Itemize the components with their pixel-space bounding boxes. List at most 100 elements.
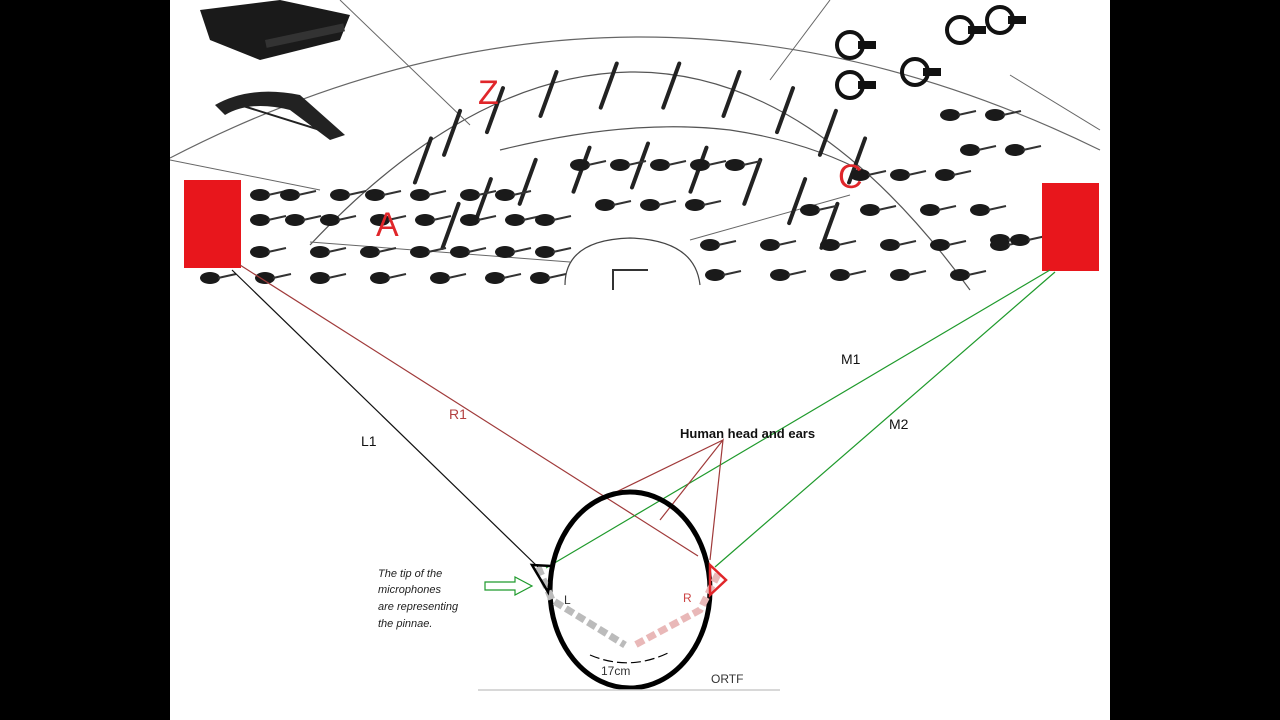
violin-icon <box>1005 144 1025 156</box>
violin-icon <box>450 246 470 258</box>
section-label-a: A <box>376 206 399 244</box>
violin-icon <box>347 190 367 196</box>
mic-note-line: The tip of the <box>378 568 442 580</box>
violin-icon <box>327 273 347 279</box>
violin-icon <box>860 204 880 216</box>
piano-icon <box>200 0 350 60</box>
violin-icon <box>627 160 647 166</box>
woodwind-icon <box>538 69 559 118</box>
violin-icon <box>460 214 480 226</box>
violin-icon <box>952 170 972 176</box>
section-divider <box>309 241 571 263</box>
violin-icon <box>880 239 900 251</box>
violin-icon <box>725 159 745 171</box>
path-m1 <box>545 269 1051 569</box>
violin-icon <box>327 247 347 253</box>
violin-icon <box>770 269 790 281</box>
violin-icon <box>685 199 705 211</box>
violin-icon <box>552 247 572 253</box>
violin-icon <box>217 273 237 279</box>
violin-icon <box>930 239 950 251</box>
violin-icon <box>485 272 505 284</box>
violin-icon <box>907 270 927 276</box>
violin-icon <box>897 240 917 246</box>
violin-icon <box>365 189 385 201</box>
violin-icon <box>200 272 220 284</box>
violin-icon <box>877 205 897 211</box>
head-caption: Human head and ears <box>680 426 815 441</box>
violin-icon <box>512 247 532 253</box>
right-speaker-icon <box>1042 183 1099 271</box>
violin-icon <box>977 145 997 151</box>
violin-icon <box>460 189 480 201</box>
violin-icon <box>495 246 515 258</box>
section-divider <box>769 0 831 81</box>
violin-icon <box>850 169 870 181</box>
woodwind-icon <box>598 61 619 110</box>
woodwind-icon <box>742 157 763 206</box>
violin-icon <box>940 109 960 121</box>
diagram-canvas: Z A C L R <box>170 0 1110 720</box>
path-l1 <box>231 269 539 568</box>
violin-icon <box>830 269 850 281</box>
conductor-stand <box>612 269 648 290</box>
violin-icon <box>987 205 1007 211</box>
violin-icon <box>667 160 687 166</box>
path-r1 <box>239 264 699 557</box>
mic-note-line: microphones <box>378 584 441 596</box>
violin-icon <box>837 240 857 246</box>
arrow-right-icon <box>484 576 534 596</box>
violin-icon <box>272 273 292 279</box>
woodwind-icon <box>775 86 796 135</box>
violin-icon <box>690 159 710 171</box>
violin-icon <box>302 215 322 221</box>
violin-icon <box>760 239 780 251</box>
violin-icon <box>535 214 555 226</box>
violin-icon <box>1002 110 1022 116</box>
violin-icon <box>255 272 275 284</box>
violin-icon <box>382 190 402 196</box>
violin-icon <box>935 169 955 181</box>
violin-icon <box>717 240 737 246</box>
section-divider <box>339 0 471 126</box>
woodwind-icon <box>472 177 493 226</box>
violin-icon <box>285 214 305 226</box>
violin-icon <box>657 200 677 206</box>
label-r1: R1 <box>449 406 467 422</box>
violin-icon <box>742 160 762 166</box>
violin-icon <box>722 270 742 276</box>
violin-icon <box>820 239 840 251</box>
violin-icon <box>505 214 525 226</box>
spacing-arc <box>589 651 671 664</box>
harp-icon <box>215 91 345 140</box>
orchestra-seating-plan <box>170 0 1101 291</box>
violin-icon <box>700 239 720 251</box>
section-label-z: Z <box>478 74 499 112</box>
violin-icon <box>650 159 670 171</box>
violin-icon <box>387 273 407 279</box>
horn-icon <box>923 68 941 76</box>
violin-icon <box>817 205 837 211</box>
violin-icon <box>777 240 797 246</box>
label-m1: M1 <box>841 351 861 367</box>
string-section <box>200 109 1047 284</box>
mic-label-left: L <box>564 593 571 607</box>
horn-icon <box>968 26 986 34</box>
head-outline <box>547 489 713 691</box>
violin-icon <box>960 144 980 156</box>
woodwind-icon <box>721 69 742 118</box>
violin-icon <box>250 189 270 201</box>
violin-icon <box>947 240 967 246</box>
middle-arc <box>309 71 971 291</box>
section-divider <box>689 194 851 241</box>
violin-icon <box>950 269 970 281</box>
violin-icon <box>427 247 447 253</box>
violin-icon <box>612 200 632 206</box>
violin-icon <box>937 205 957 211</box>
inner-arc <box>499 126 871 176</box>
mic-note-line: are representing <box>378 601 459 613</box>
violin-icon <box>990 234 1010 246</box>
violin-icon <box>640 199 660 211</box>
section-divider <box>1009 74 1101 131</box>
